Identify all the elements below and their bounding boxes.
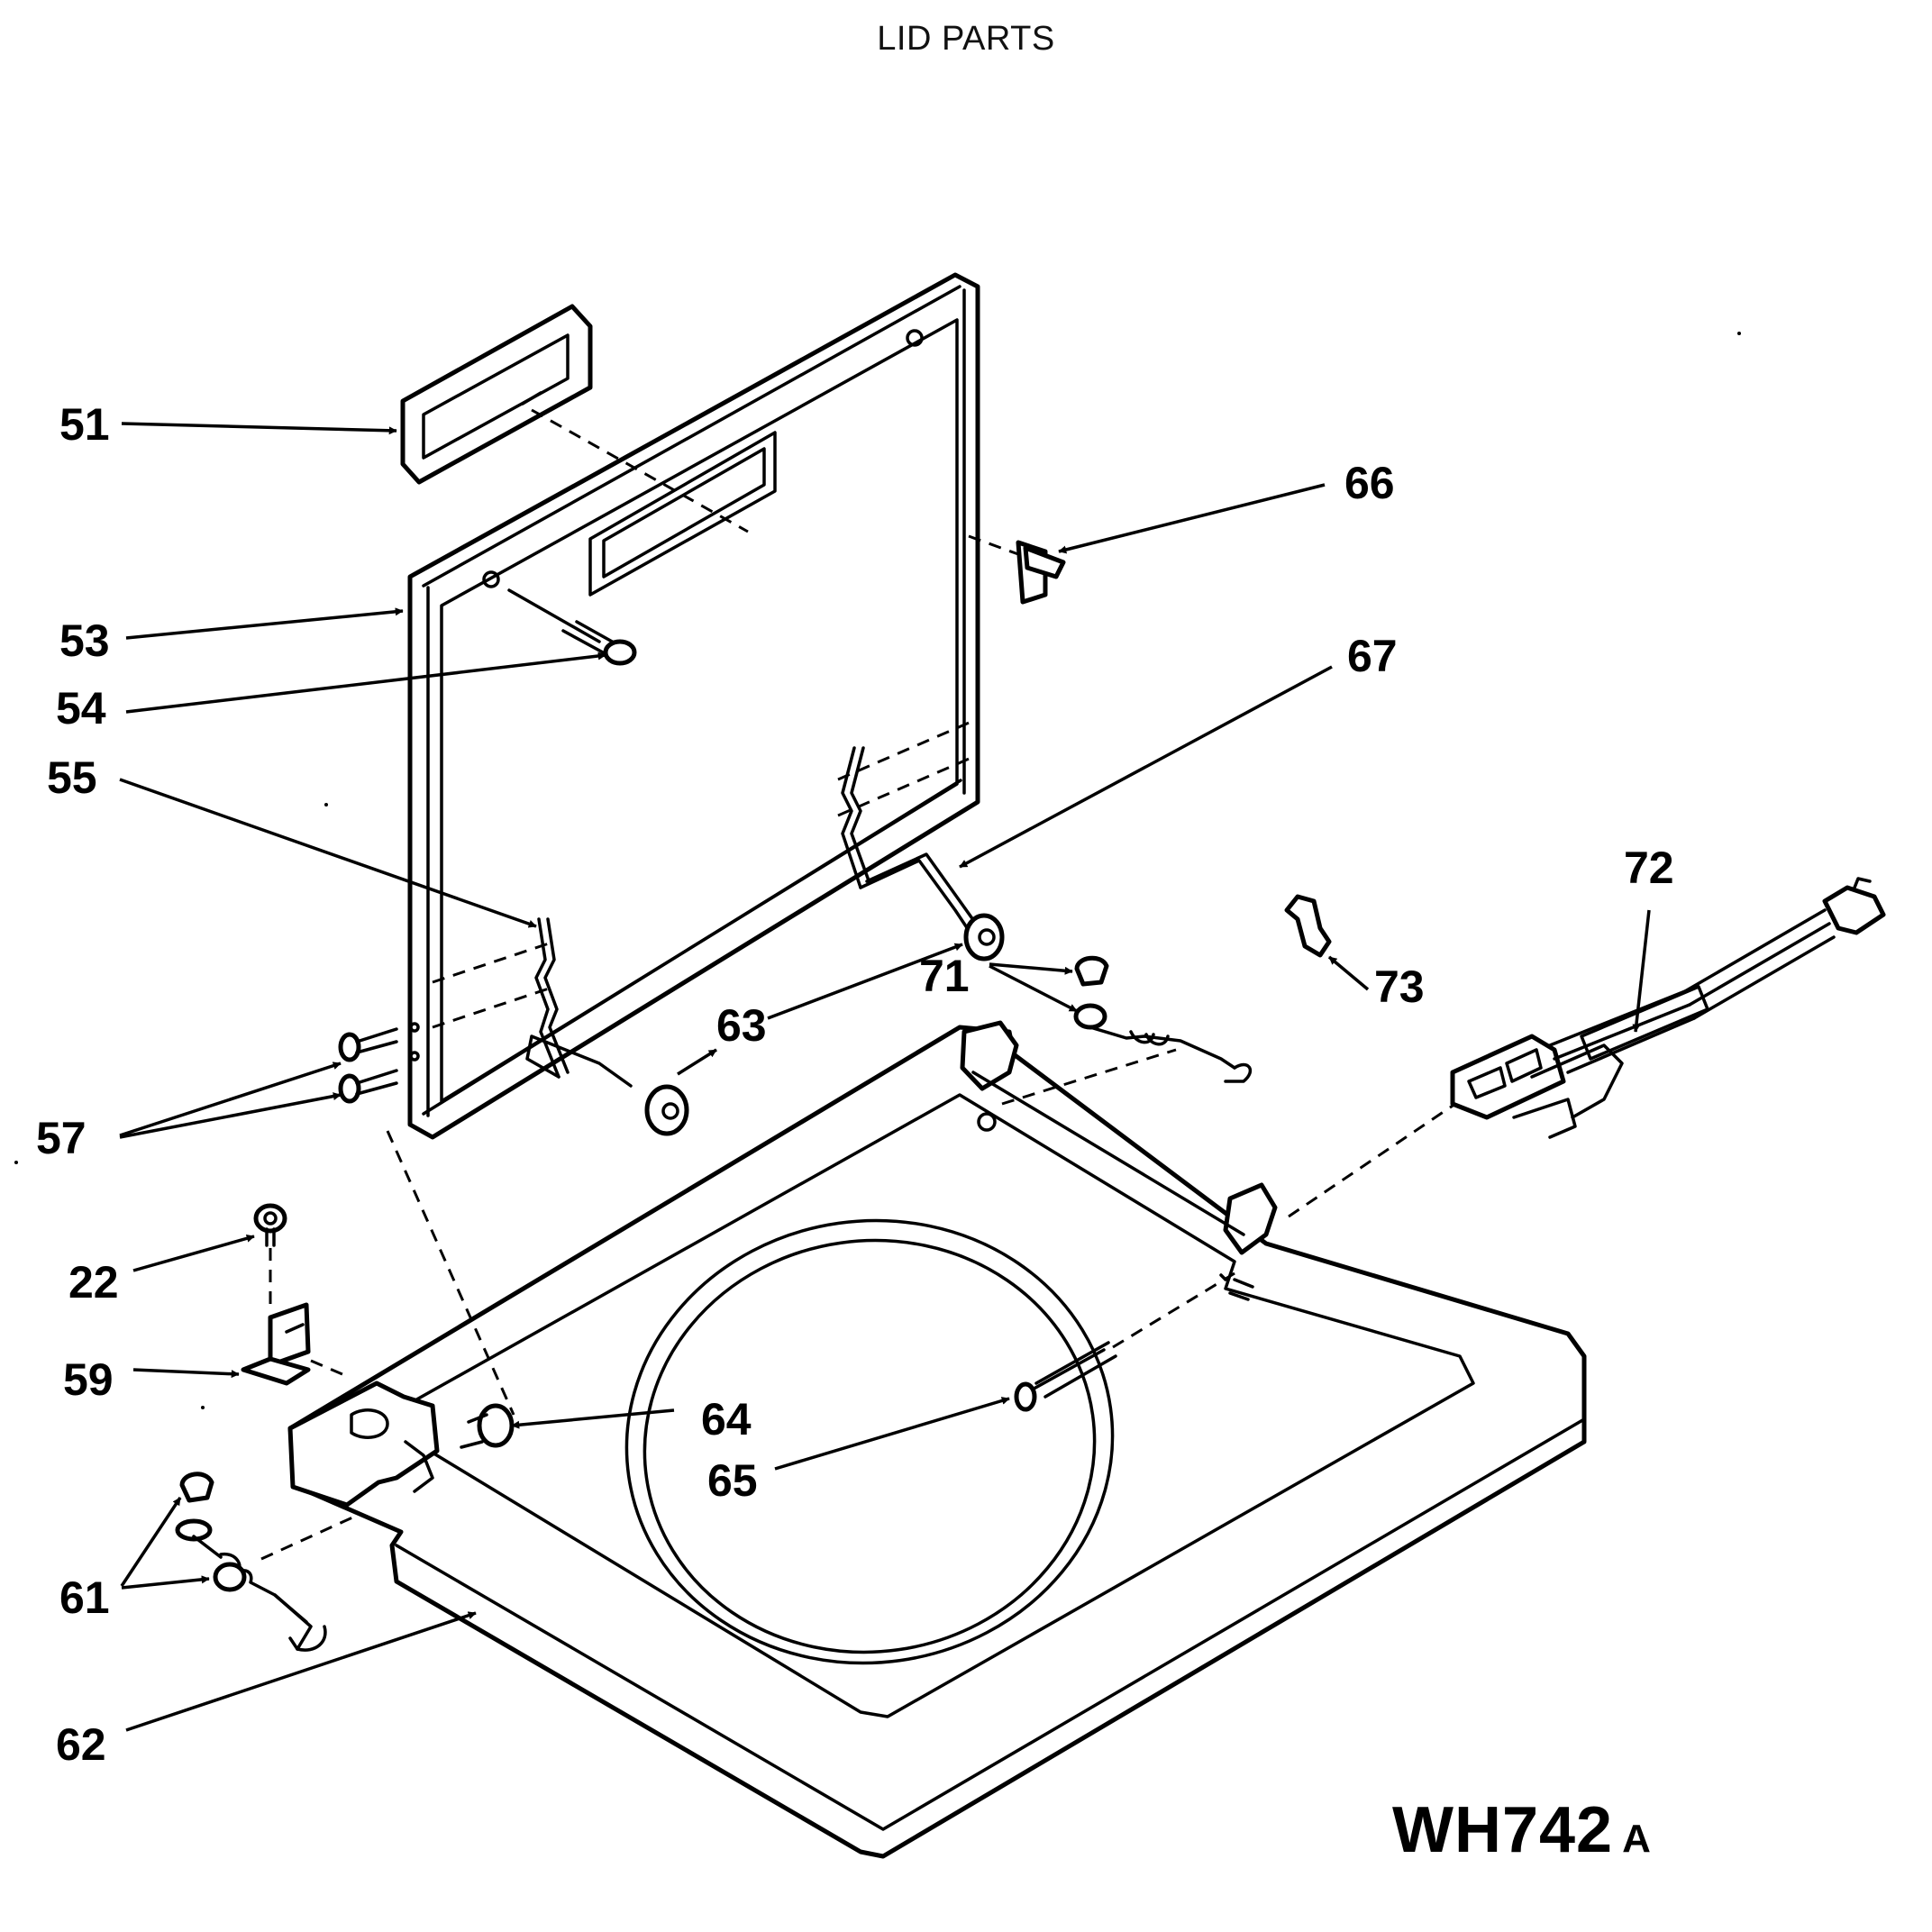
diagram-code-suffix: A <box>1622 1817 1652 1861</box>
callout-72: 72 <box>1624 843 1674 893</box>
leader-lines <box>119 422 1651 1732</box>
dashed-line-64 <box>386 1130 515 1416</box>
callout-61: 61 <box>59 1572 110 1623</box>
dashed-line-61 <box>260 1512 361 1561</box>
bushing-part-22 <box>253 1203 287 1247</box>
lid-window-part-51 <box>400 304 593 485</box>
dashed-line-65 <box>1112 1269 1240 1349</box>
callout-51: 51 <box>59 399 110 450</box>
callout-labels: 51 53 54 55 57 22 59 61 62 63 64 65 66 6… <box>36 399 1674 1770</box>
hinge-pin-part-64 <box>460 1403 515 1449</box>
screws-part-57 <box>338 1027 398 1104</box>
dashed-line-59 <box>310 1359 343 1376</box>
lid-switch-part-72 <box>1450 877 1886 1139</box>
lid-frame-part-53 <box>407 272 980 1140</box>
callout-73: 73 <box>1374 961 1425 1012</box>
dashed-lines-67 <box>837 719 974 817</box>
callout-63: 63 <box>716 1000 767 1051</box>
hinge-rod-part-55 <box>525 917 689 1136</box>
diagram-code-main: WH742 <box>1392 1794 1614 1866</box>
spring-part-61 <box>175 1472 327 1652</box>
bolt-part-65 <box>1014 1341 1117 1412</box>
callout-71: 71 <box>919 951 970 1001</box>
latch-part-66 <box>1016 540 1066 605</box>
dashed-line-51 <box>531 408 749 533</box>
bracket-part-59 <box>241 1302 311 1386</box>
hinge-rod-part-67 <box>841 746 1005 961</box>
dashed-line-71 <box>1001 1048 1177 1106</box>
callout-66: 66 <box>1344 458 1395 508</box>
screw-part-54 <box>507 588 637 666</box>
callout-65: 65 <box>707 1455 758 1506</box>
scan-specks <box>14 332 1741 1409</box>
diagram-title: LID PARTS <box>877 20 1055 58</box>
top-cover-part-62 <box>287 1020 1587 1859</box>
callout-54: 54 <box>56 683 106 734</box>
callout-53: 53 <box>59 615 110 666</box>
spring-part-71 <box>1073 955 1253 1083</box>
callout-59: 59 <box>63 1354 114 1405</box>
callout-57: 57 <box>36 1113 87 1163</box>
clip-part-73 <box>1284 894 1332 958</box>
callout-67: 67 <box>1347 631 1398 681</box>
callout-55: 55 <box>47 752 97 803</box>
callout-22: 22 <box>68 1257 119 1308</box>
dashed-line-72 <box>1288 1102 1456 1218</box>
callout-62: 62 <box>56 1719 106 1770</box>
dashed-line-66 <box>968 534 1019 556</box>
callout-64: 64 <box>701 1394 752 1444</box>
